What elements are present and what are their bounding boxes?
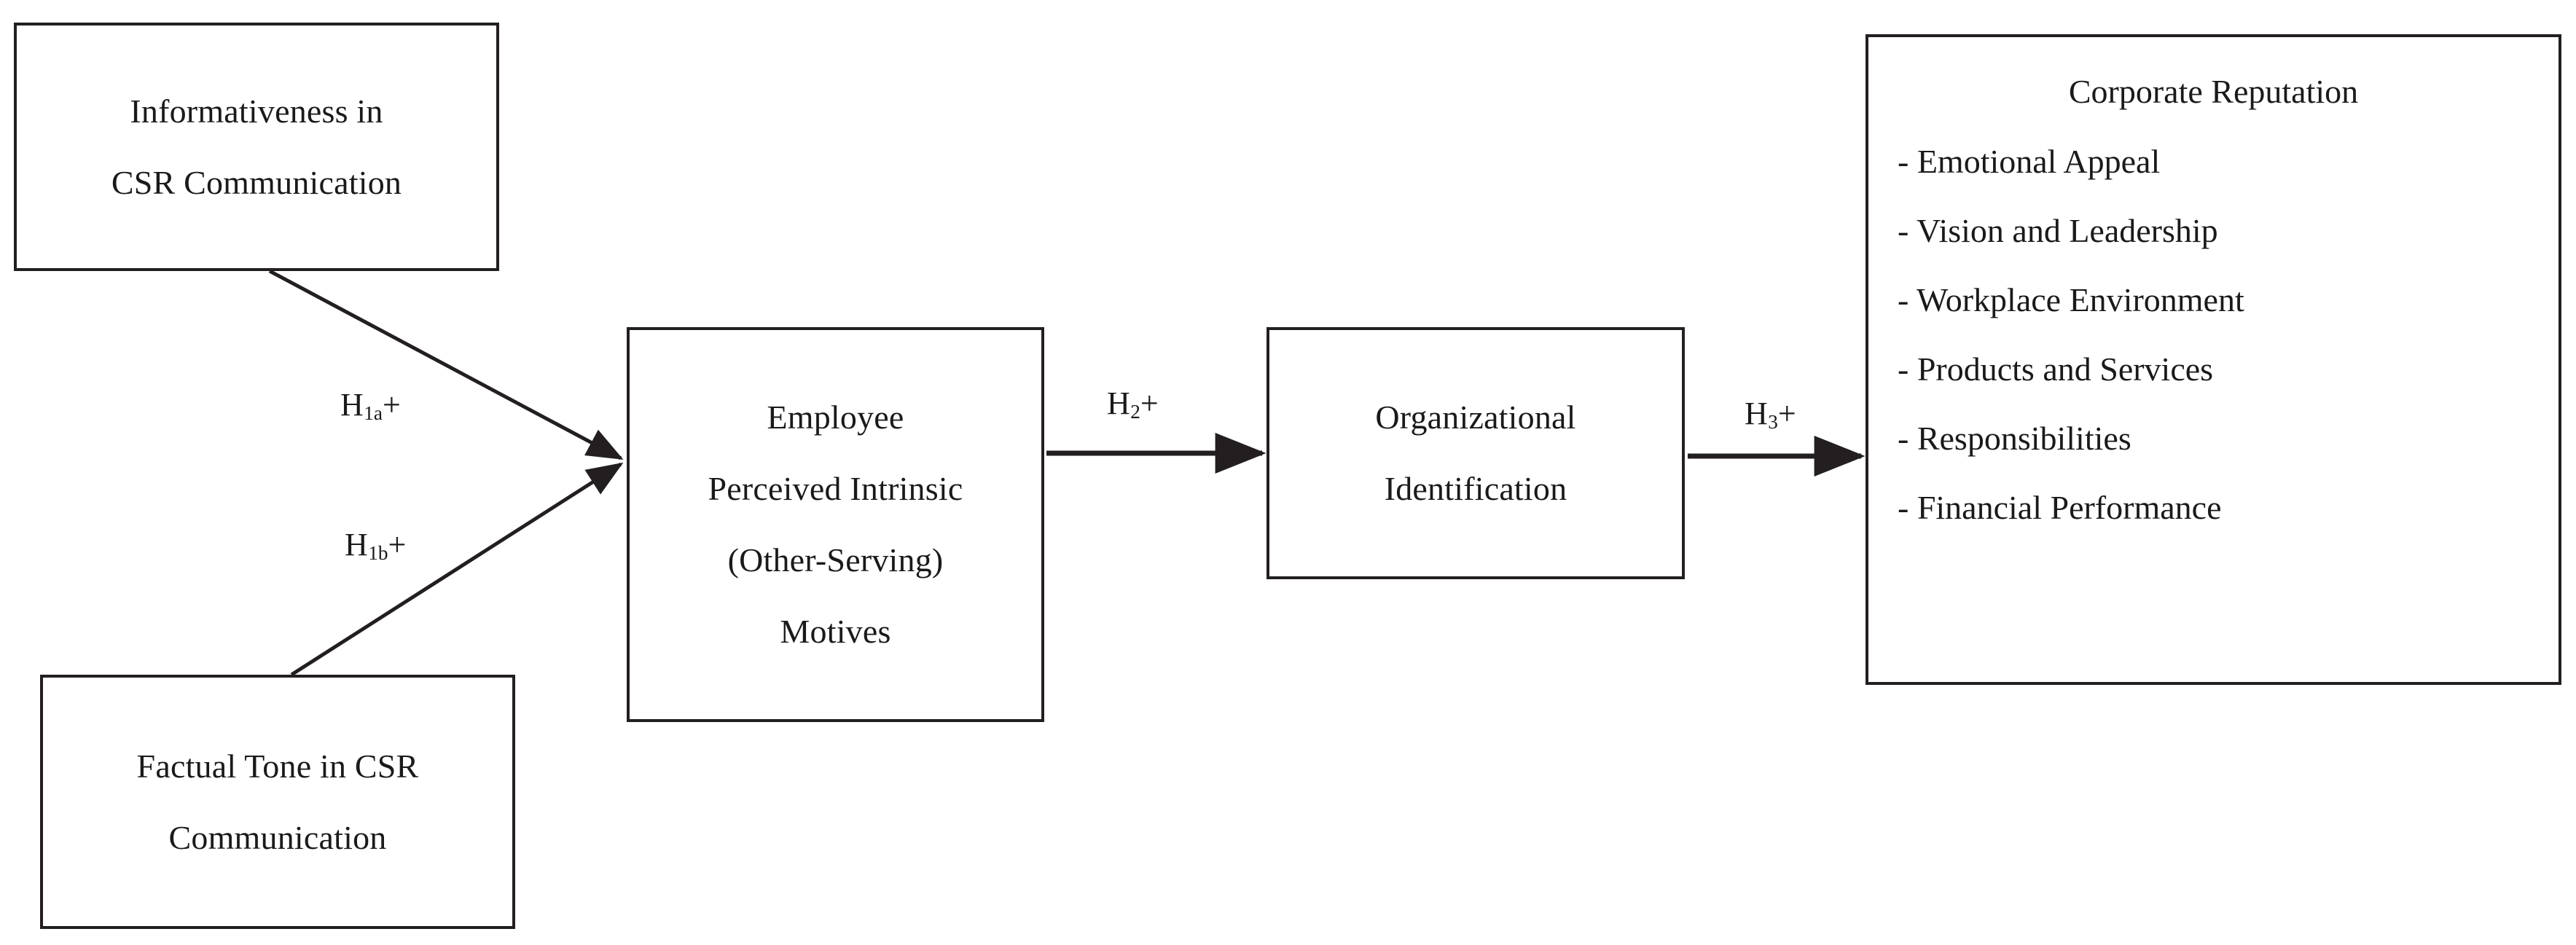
node-factual-tone-line-2: Communication — [168, 818, 387, 856]
list-item-products-and-services: - Products and Services — [1898, 350, 2214, 388]
edge-label-h1b-sub: 1b — [368, 542, 388, 564]
list-item-workplace-environment: - Workplace Environment — [1898, 281, 2244, 318]
list-item-responsibilities: - Responsibilities — [1898, 420, 2131, 457]
node-employee-perceived-intrinsic-motives[interactable]: Employee Perceived Intrinsic (Other-Serv… — [627, 327, 1044, 722]
edge-label-h2-sub: 2 — [1130, 401, 1140, 423]
edge-label-h1a-sub: 1a — [364, 402, 383, 424]
edge-label-h3-sub: 3 — [1768, 411, 1778, 433]
edge-label-h1a-sign: + — [383, 387, 402, 423]
edge-label-h2-main: H — [1107, 385, 1131, 421]
list-item-vision-and-leadership: - Vision and Leadership — [1898, 212, 2218, 249]
edge-label-h3: H3+ — [1745, 398, 1796, 432]
edge-label-h1a-main: H — [340, 387, 364, 423]
node-informativeness-line-1: Informativeness in — [130, 92, 383, 130]
edge-label-h1b-main: H — [345, 527, 369, 562]
arrow-h1a — [268, 269, 624, 460]
list-item-emotional-appeal: - Emotional Appeal — [1898, 143, 2161, 180]
edge-label-h3-sign: + — [1777, 396, 1797, 431]
edge-label-h1b: H1b+ — [345, 529, 407, 563]
corporate-reputation-dimension-list: - Emotional Appeal - Vision and Leadersh… — [1868, 145, 2559, 525]
node-org-identification-line-2: Identification — [1384, 470, 1567, 507]
node-corporate-reputation[interactable]: Corporate Reputation - Emotional Appeal … — [1866, 34, 2561, 685]
node-informativeness-line-2: CSR Communication — [111, 163, 402, 201]
node-organizational-identification[interactable]: Organizational Identification — [1267, 327, 1685, 579]
corporate-reputation-title: Corporate Reputation — [2068, 73, 2359, 110]
node-informativeness-in-csr-communication[interactable]: Informativeness in CSR Communication — [14, 23, 499, 271]
arrow-h1b — [290, 462, 624, 677]
node-factual-tone-line-1: Factual Tone in CSR — [136, 747, 419, 785]
node-motives-line-2: Perceived Intrinsic — [708, 470, 963, 507]
edge-label-h1b-sign: + — [388, 527, 407, 562]
node-motives-line-4: Motives — [780, 613, 891, 650]
node-motives-line-3: (Other-Serving) — [727, 541, 944, 579]
edge-label-h2-sign: + — [1140, 385, 1159, 421]
node-factual-tone-in-csr-communication[interactable]: Factual Tone in CSR Communication — [40, 675, 515, 929]
edge-label-h2: H2+ — [1107, 388, 1159, 422]
edge-label-h3-main: H — [1745, 396, 1769, 431]
node-motives-line-1: Employee — [767, 399, 904, 436]
edge-label-h1a: H1a+ — [340, 389, 401, 423]
node-org-identification-line-1: Organizational — [1375, 399, 1576, 436]
list-item-financial-performance: - Financial Performance — [1898, 489, 2222, 526]
